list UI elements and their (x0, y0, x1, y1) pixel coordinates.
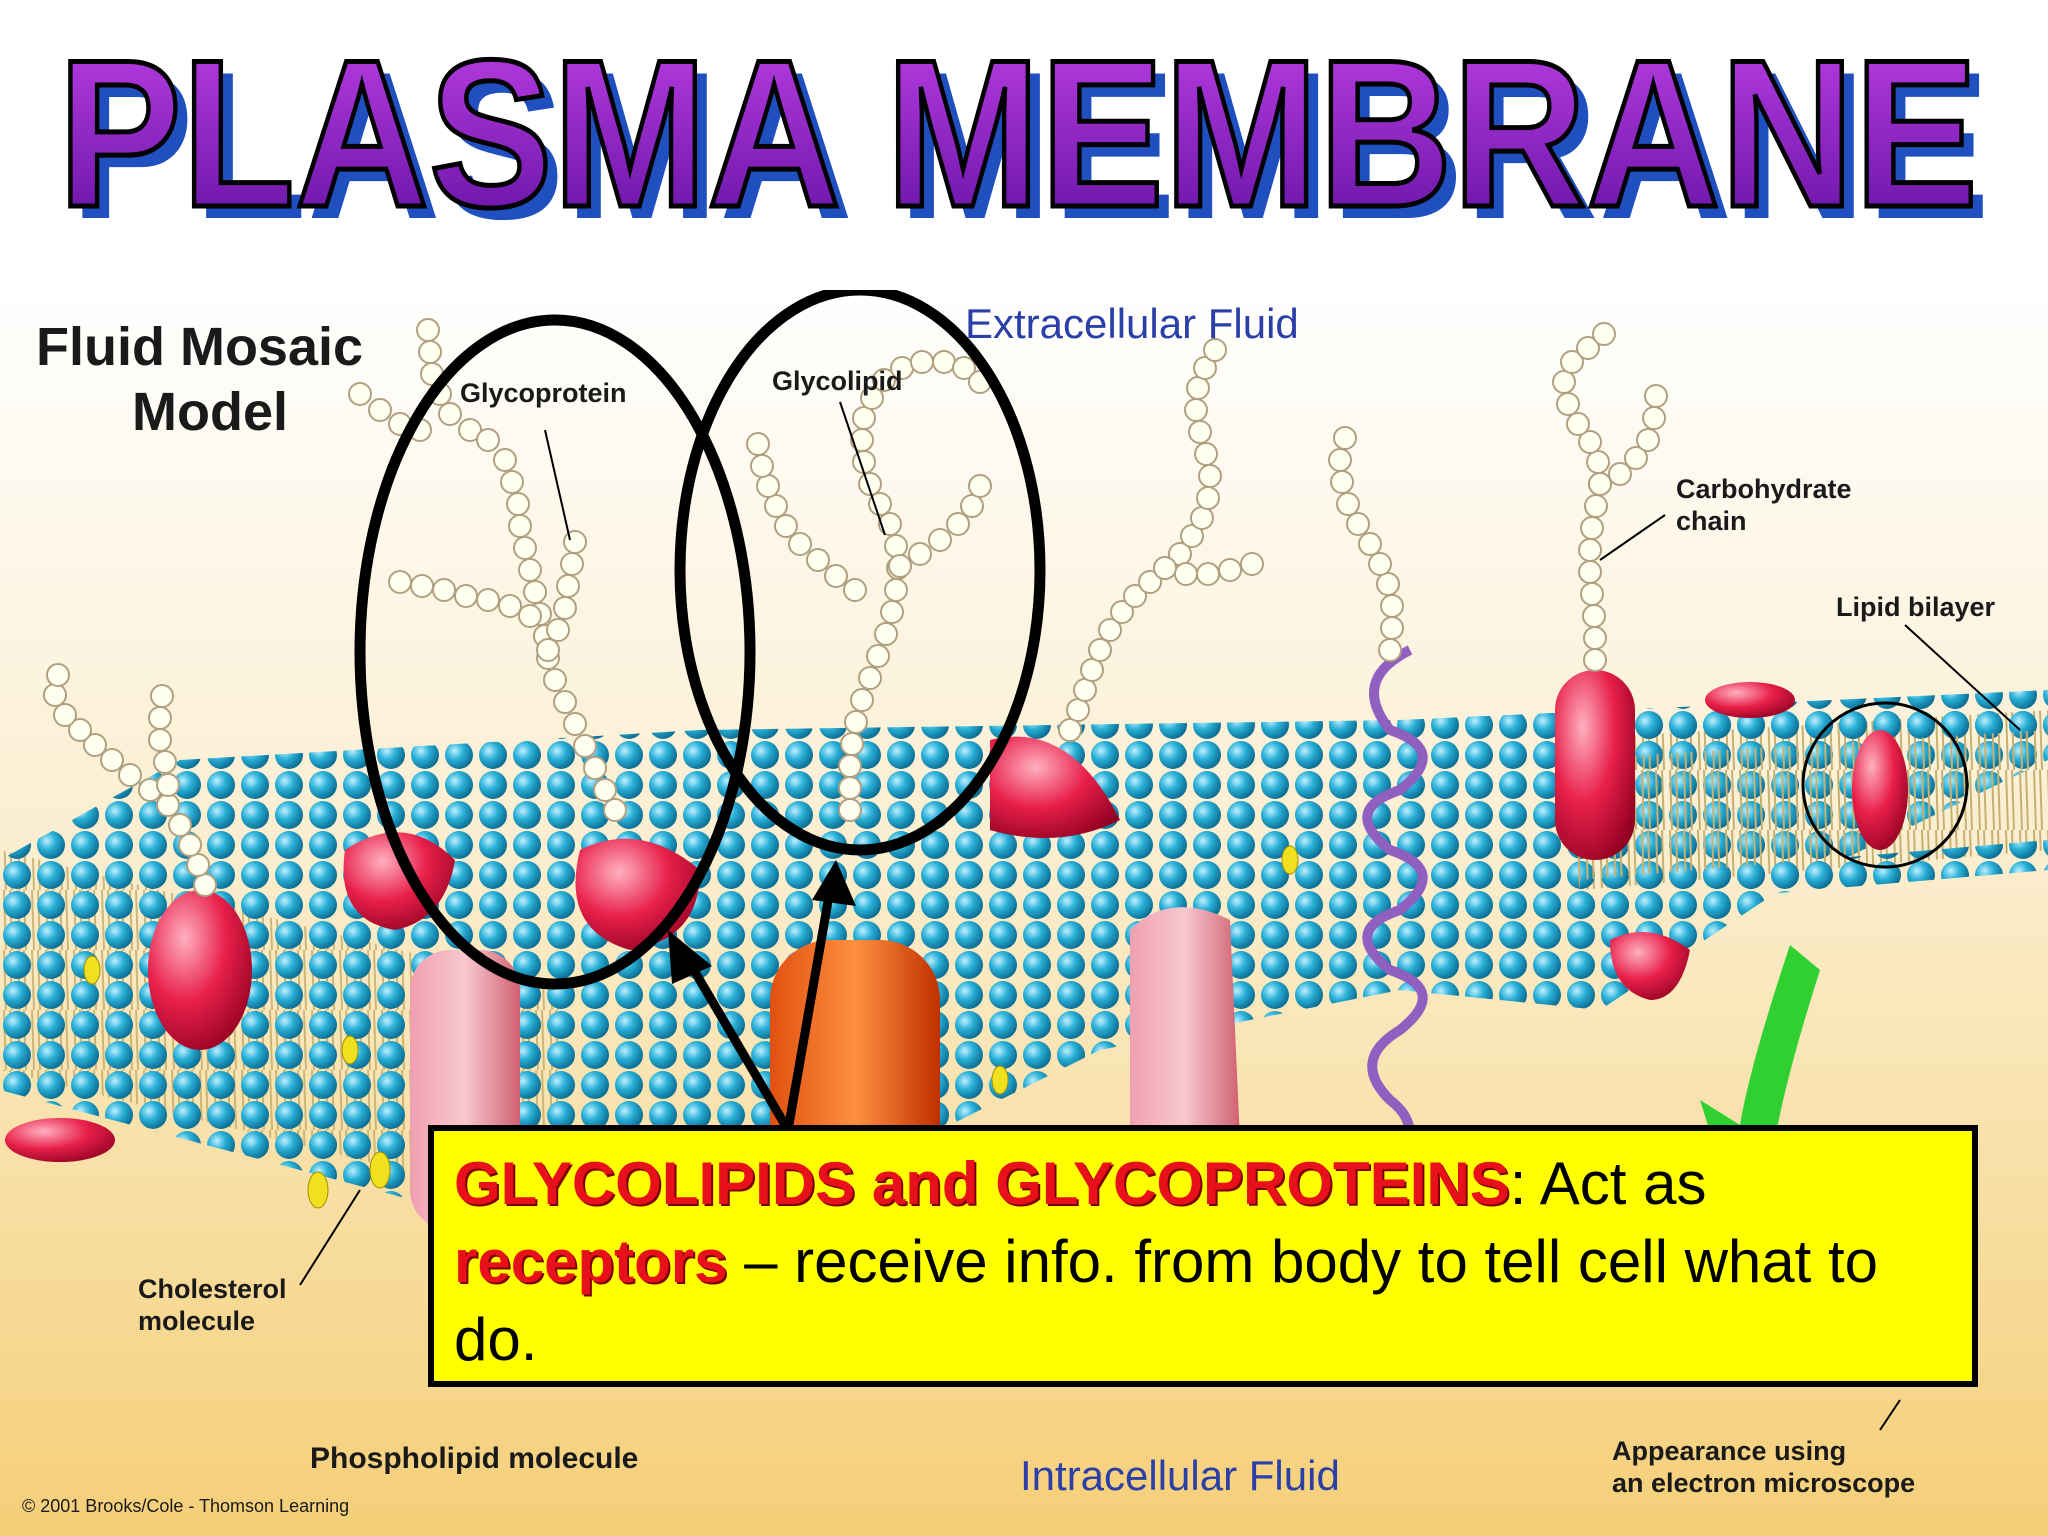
protein-top-right (1705, 682, 1795, 718)
note-highlight-glycolipids-glycoproteins: GLYCOLIPIDS and GLYCOPROTEINS (454, 1150, 1510, 1217)
leader-electron-microscope (1879, 1399, 1901, 1431)
note-text-act-as: : Act as (1509, 1150, 1707, 1217)
bilayer-inset-circle (1801, 701, 1969, 869)
arrow-to-glycolipid-shaft (783, 889, 835, 1131)
protein-peripheral (990, 736, 1120, 838)
leader-glycolipid (839, 401, 886, 536)
chain-glycoprotein (348, 318, 627, 822)
model-label-line1: Fluid Mosaic (36, 317, 363, 377)
chain-left (43, 663, 217, 897)
extracellular-label: Extracellular Fluid (965, 300, 1299, 347)
protein-lower-right (1610, 932, 1690, 1000)
appearance-label-line2: an electron microscope (1612, 1468, 1915, 1498)
arrow-to-glycoprotein-head (668, 930, 712, 984)
protein-carbohydrate (1555, 670, 1635, 860)
leader-lipid-bilayer (1904, 624, 2021, 731)
glycoprotein-label: Glycoprotein (460, 378, 627, 408)
leader-glycoprotein (544, 429, 571, 541)
model-label-line2: Model (132, 382, 288, 442)
arrow-to-glycolipid-head (812, 860, 856, 906)
protein-left (148, 890, 252, 1050)
appearance-label-line1: Appearance using (1612, 1436, 1846, 1466)
cholesterol-1 (83, 955, 101, 985)
lipid-bilayer-label: Lipid bilayer (1836, 592, 1996, 622)
cholesterol-6 (1281, 845, 1299, 875)
glycoprotein-highlight-ellipse (354, 314, 756, 990)
note-text-description: – receive info. from body to tell cell w… (454, 1228, 1879, 1373)
carbohydrate-label-line1: Carbohydrate (1676, 474, 1852, 504)
title-graphic: PLASMA MEMBRANE PLASMA MEMBRANE (56, 14, 1991, 264)
lower-head-row-right (1580, 840, 2048, 910)
page-title: PLASMA MEMBRANE (58, 16, 1978, 251)
chain-right-center (1328, 426, 1404, 662)
protein-bottom-left (5, 1118, 115, 1162)
cholesterol-3 (307, 1171, 329, 1209)
receptor-note-box: GLYCOLIPIDS and GLYCOPROTEINS: Act as re… (428, 1125, 1978, 1387)
arrow-to-glycoprotein-shaft (684, 957, 792, 1133)
copyright-label: © 2001 Brooks/Cole - Thomson Learning (22, 1496, 349, 1516)
glycolipid-highlight-ellipse (674, 290, 1046, 856)
phospholipid-label: Phospholipid molecule (310, 1442, 638, 1475)
carbohydrate-chains (43, 318, 1668, 897)
intracellular-label: Intracellular Fluid (1020, 1452, 1340, 1499)
chain-carbohydrate-right (1552, 322, 1668, 672)
chain-glycolipid (746, 350, 992, 822)
glycolipid-label: Glycolipid (772, 366, 903, 396)
protein-bilayer-inset (1852, 730, 1908, 850)
leader-cholesterol (299, 1189, 361, 1286)
title-shadow: PLASMA MEMBRANE (70, 28, 1990, 263)
leader-carbohydrate (1599, 514, 1666, 561)
cholesterol-5 (991, 1065, 1009, 1095)
cholesterol-2 (341, 1035, 359, 1065)
chain-center (1058, 338, 1264, 742)
note-highlight-receptors: receptors (454, 1228, 728, 1295)
title-area: PLASMA MEMBRANE PLASMA MEMBRANE (0, 0, 2048, 290)
channel-protein-right (1130, 907, 1240, 1160)
carbohydrate-label-line2: chain (1676, 506, 1747, 536)
cholesterol-4 (369, 1151, 391, 1189)
cholesterol-label-line2: molecule (138, 1306, 255, 1336)
cholesterol-label-line1: Cholesterol (138, 1274, 287, 1304)
